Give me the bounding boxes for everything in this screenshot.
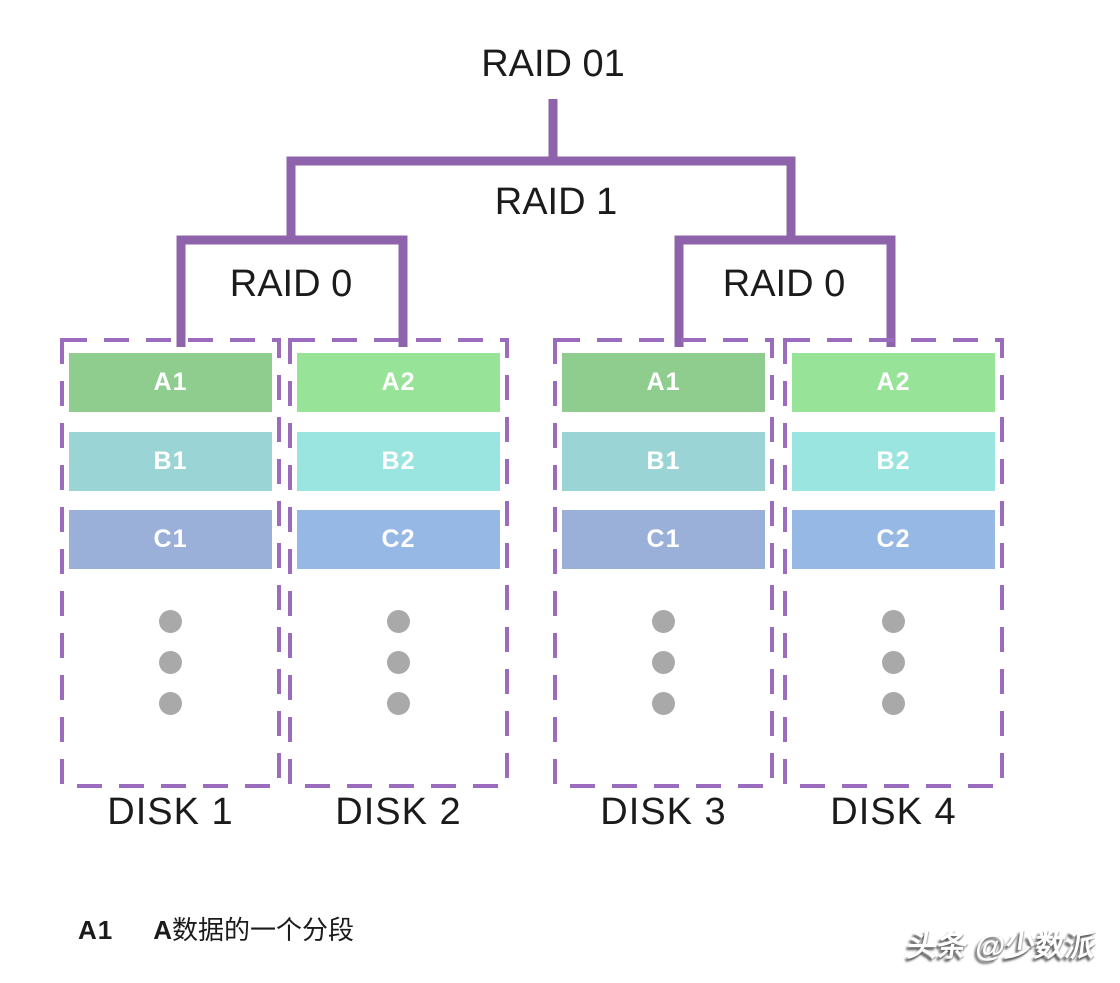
data-block: A1 — [69, 353, 272, 412]
legend-description-rest: 数据的一个分段 — [172, 915, 355, 945]
dot-icon — [387, 651, 410, 674]
dot-icon — [882, 610, 905, 633]
raid0-left-label: RAID 0 — [229, 263, 353, 305]
dot-icon — [387, 692, 410, 715]
dot-icon — [882, 692, 905, 715]
ellipsis-dots — [555, 610, 772, 715]
raid0-right-label: RAID 0 — [722, 263, 846, 305]
dot-icon — [387, 610, 410, 633]
legend-description: A数据的一个分段 — [153, 910, 354, 947]
dot-icon — [652, 610, 675, 633]
dot-icon — [159, 692, 182, 715]
disk-3: A1 B1 C1 DISK 3 — [555, 340, 772, 833]
legend-description-bold: A — [153, 915, 173, 945]
raid1-label: RAID 1 — [494, 181, 618, 223]
disk1-dashed-border — [60, 338, 281, 788]
dot-icon — [652, 651, 675, 674]
diagram-title: RAID 01 — [481, 43, 625, 85]
disk-name-label: DISK 1 — [107, 791, 234, 833]
tree-bracket-raid0-left — [176, 235, 408, 347]
ellipsis-dots — [785, 610, 1002, 715]
ellipsis-dots — [62, 610, 279, 715]
disk-2: A2 B2 C2 DISK 2 — [290, 340, 507, 833]
disk-1: A1 B1 C1 DISK 1 — [62, 340, 279, 833]
dot-icon — [652, 692, 675, 715]
disk2-dashed-border — [288, 338, 509, 788]
dot-icon — [159, 651, 182, 674]
data-block: C1 — [562, 510, 765, 569]
data-block: B2 — [297, 432, 500, 491]
data-block: B1 — [562, 432, 765, 491]
data-block: C2 — [792, 510, 995, 569]
data-block: A2 — [792, 353, 995, 412]
watermark: 头条 @少数派 — [905, 930, 1098, 963]
data-block: B1 — [69, 432, 272, 491]
disk-name-label: DISK 4 — [830, 791, 957, 833]
disk-name-label: DISK 3 — [600, 791, 727, 833]
disk-4: A2 B2 C2 DISK 4 — [785, 340, 1002, 833]
ellipsis-dots — [290, 610, 507, 715]
data-block: C2 — [297, 510, 500, 569]
data-block: B2 — [792, 432, 995, 491]
disk4-dashed-border — [783, 338, 1004, 788]
tree-bracket-raid0-right — [674, 235, 896, 347]
legend-key: A1 — [78, 915, 114, 945]
dot-icon — [159, 610, 182, 633]
data-block: A1 — [562, 353, 765, 412]
disk3-dashed-border — [553, 338, 774, 788]
disk-name-label: DISK 2 — [335, 791, 462, 833]
legend: A1 A数据的一个分段 — [78, 910, 354, 947]
data-block: C1 — [69, 510, 272, 569]
dot-icon — [882, 651, 905, 674]
tree-bracket-raid1 — [286, 156, 796, 244]
data-block: A2 — [297, 353, 500, 412]
